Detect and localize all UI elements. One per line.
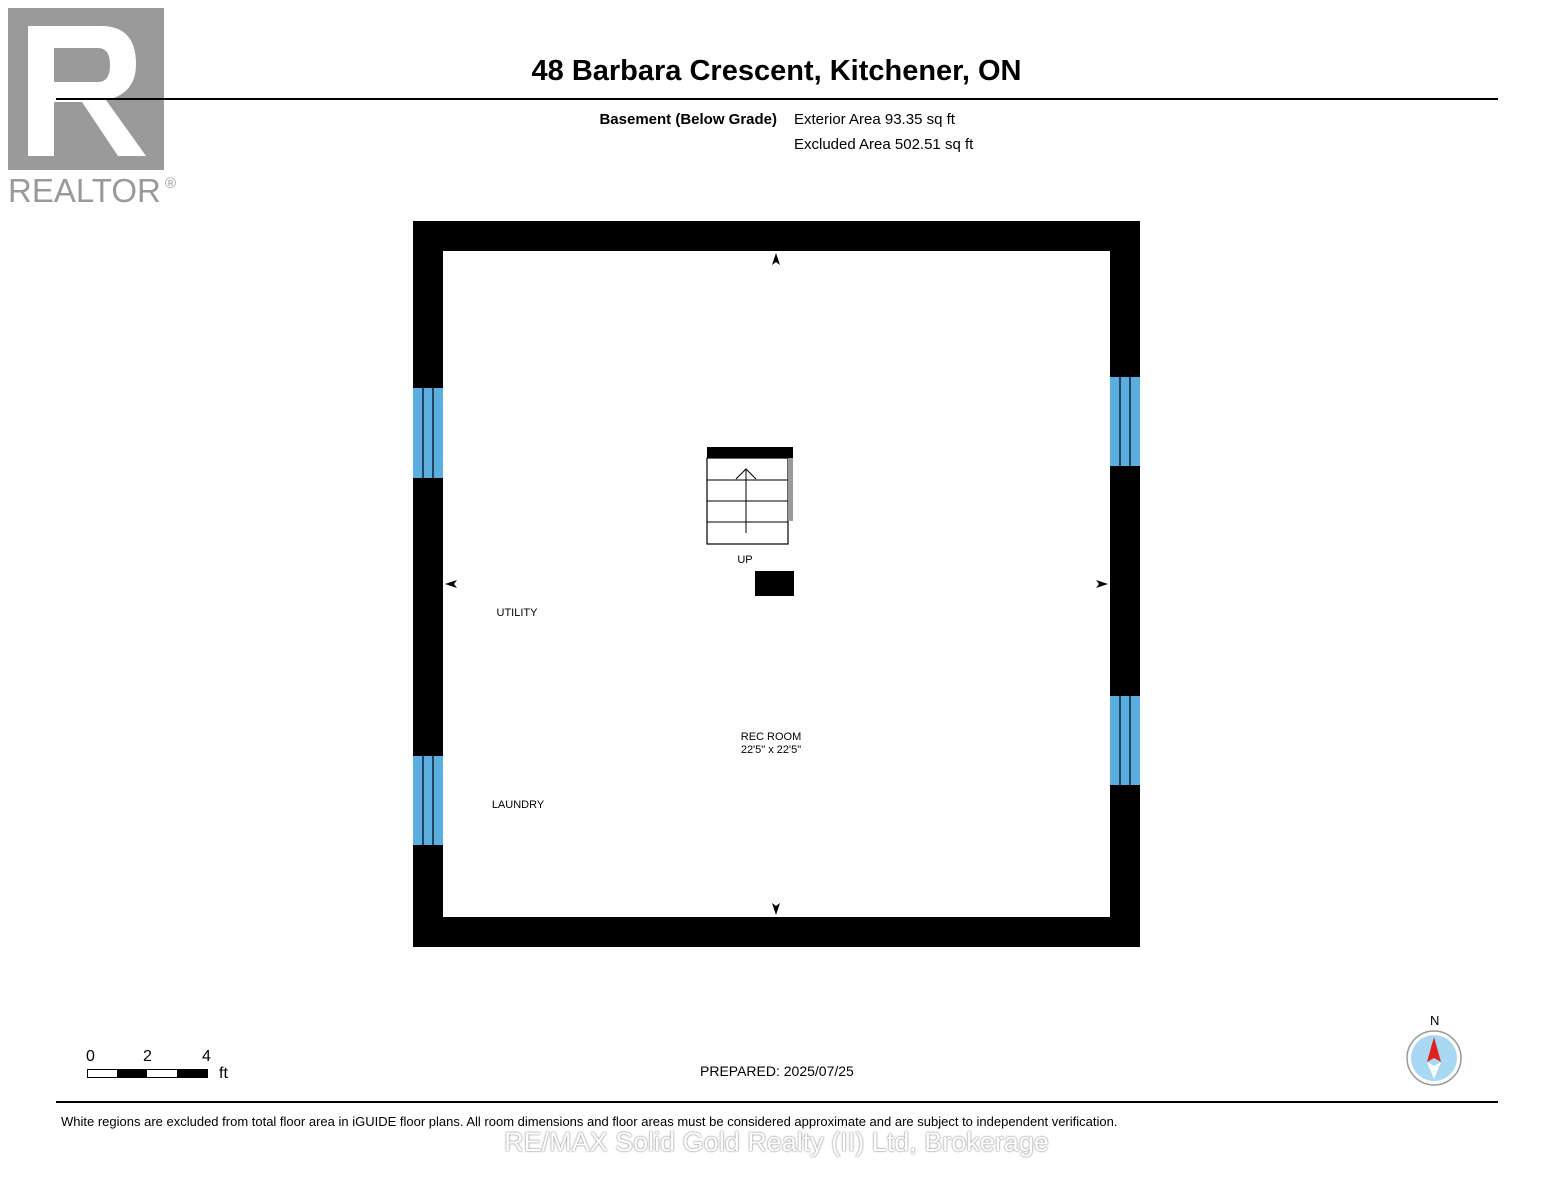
room-label-rec-room: REC ROOM [740,731,802,743]
prepared-date: PREPARED: 2025/07/25 [700,1063,854,1079]
compass-icon [1406,1030,1462,1086]
scale-tick-4: 4 [202,1048,211,1065]
staircase [706,447,793,545]
footer-divider [56,1101,1498,1103]
scale-tick-2: 2 [143,1048,152,1065]
brokerage-watermark: RE/MAX Solid Gold Realty (II) Ltd, Broke… [504,1127,1049,1157]
structural-column [755,571,794,596]
room-dimensions-rec-room: 22'5" x 22'5" [740,744,802,756]
room-label-utility: UTILITY [496,607,538,619]
window-left-lower [413,756,443,845]
scale-unit: ft [219,1065,228,1082]
arrow-bottom [772,903,780,915]
scale-tick-0: 0 [86,1048,95,1065]
realtor-r-logo-icon: REALTOR ® [8,8,176,209]
page-title: 48 Barbara Crescent, Kitchener, ON [531,55,1022,87]
room-label-laundry: LAUNDRY [491,799,545,811]
disclaimer: White regions are excluded from total fl… [61,1114,1118,1129]
excluded-area: Excluded Area 502.51 sq ft [794,136,974,153]
registered-mark: ® [165,175,176,192]
scale-bar: 0 2 4 ft [80,1045,250,1085]
scale-bar-graphic [87,1069,208,1078]
floor-name: Basement (Below Grade) [599,111,777,128]
window-right-upper [1110,377,1140,466]
realtor-logo: REALTOR ® [6,6,178,211]
realtor-brand-text: REALTOR [8,172,161,209]
header-divider [180,98,1498,100]
arrow-right [1096,580,1108,588]
window-right-lower [1110,696,1140,785]
exterior-area: Exterior Area 93.35 sq ft [794,111,955,128]
arrow-left [445,580,457,588]
compass-north-label: N [1430,1013,1440,1028]
header-divider-left [56,98,180,100]
arrow-top [772,253,780,265]
window-left-upper [413,388,443,478]
stairs-up-label: UP [737,554,753,566]
compass: N [1403,1013,1465,1088]
